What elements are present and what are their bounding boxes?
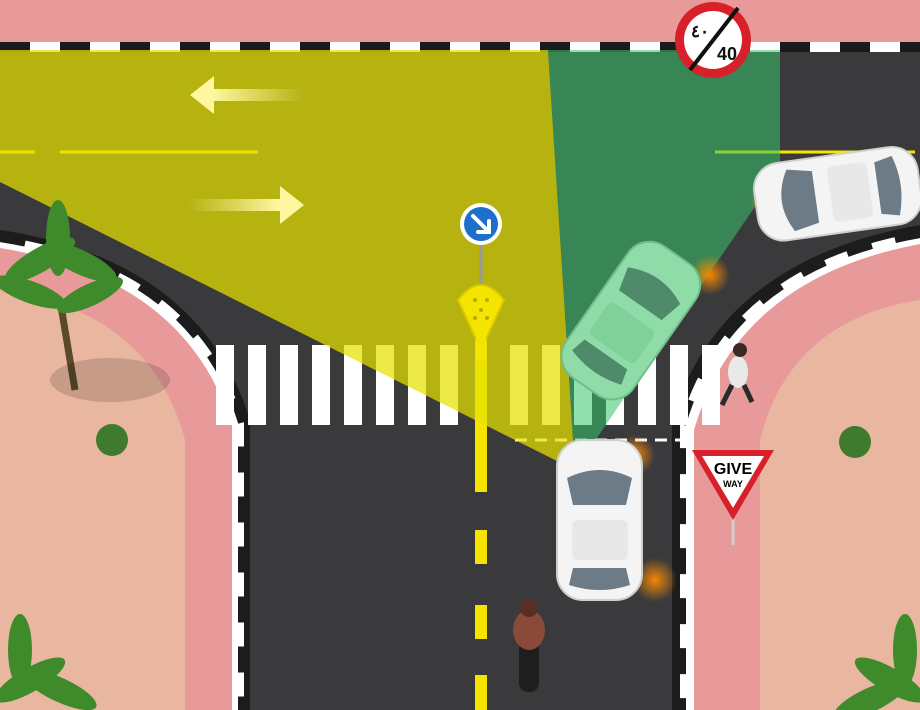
bush-right xyxy=(839,426,871,458)
top-sidewalk xyxy=(0,0,920,42)
speed-limit-arabic: ٤٠ xyxy=(691,22,709,41)
speed-limit-western: 40 xyxy=(717,44,737,64)
give-way-line1: GIVE xyxy=(714,461,753,478)
main-car xyxy=(557,440,642,600)
give-way-line2: WAY xyxy=(723,479,743,489)
speed-limit-sign xyxy=(675,2,751,78)
bush-left xyxy=(96,424,128,456)
